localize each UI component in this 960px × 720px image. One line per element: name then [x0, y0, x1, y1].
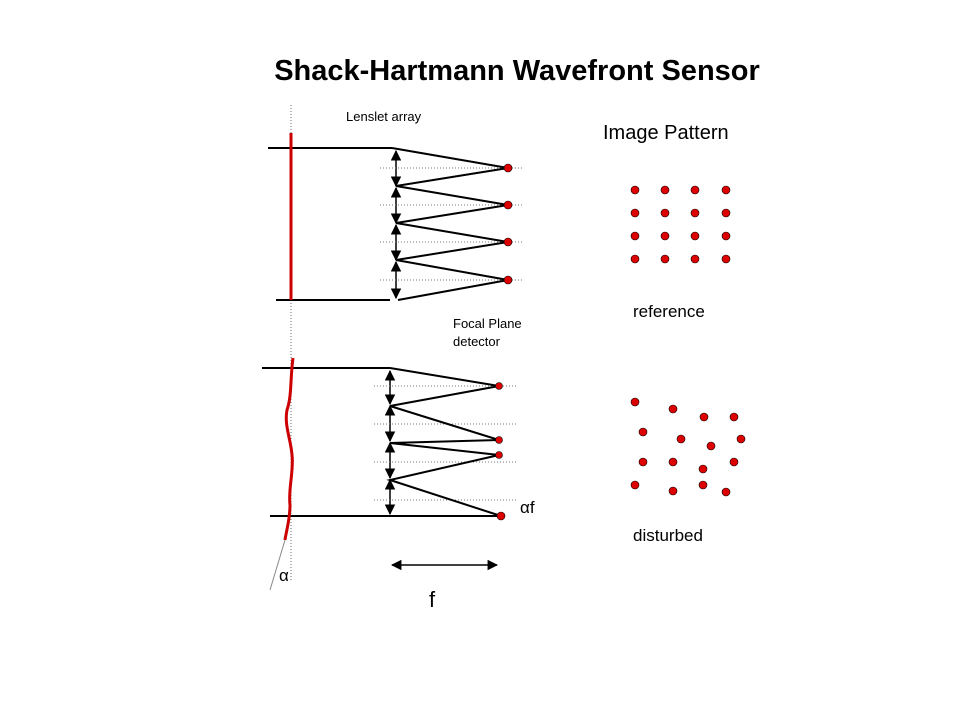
disturbed-label: disturbed	[633, 526, 703, 545]
alpha-f-label: αf	[520, 498, 535, 517]
focal-spot	[503, 200, 513, 210]
disturbed-spot	[630, 397, 640, 407]
focal-spot	[495, 436, 503, 444]
alpha-label: α	[279, 566, 289, 585]
focal-plane-label: Focal Plane	[453, 316, 522, 331]
reference-spot	[690, 208, 700, 218]
disturbed-spot	[699, 412, 709, 422]
alpha-angle-line	[269, 539, 286, 591]
disturbed-wavefront	[283, 357, 295, 541]
disturbed-spot	[698, 464, 708, 474]
detector-label: detector	[453, 334, 501, 349]
disturbed-spot	[638, 457, 648, 467]
reference-spot	[690, 254, 700, 264]
reference-label: reference	[633, 302, 705, 321]
reference-spot	[660, 185, 670, 195]
ray-path	[391, 147, 509, 301]
reference-spot	[721, 185, 731, 195]
ray-path	[386, 367, 502, 517]
reference-spot	[690, 231, 700, 241]
disturbed-optics	[262, 357, 518, 591]
reference-optics	[268, 133, 524, 301]
focal-spot	[503, 163, 513, 173]
lenslet-array-label: Lenslet array	[346, 109, 422, 124]
image-pattern-label: Image Pattern	[603, 122, 729, 144]
disturbed-spot	[676, 434, 686, 444]
disturbed-spot	[630, 480, 640, 490]
alpha-f-symbol: α	[520, 498, 530, 517]
alpha-f-letter: f	[530, 498, 535, 517]
reference-spot	[721, 254, 731, 264]
reference-spot	[630, 208, 640, 218]
disturbed-spot	[698, 480, 708, 490]
focal-spot	[495, 382, 503, 390]
diagram-title: Shack-Hartmann Wavefront Sensor	[274, 55, 760, 87]
focal-spot	[503, 237, 513, 247]
disturbed-spot	[668, 457, 678, 467]
reference-spot	[721, 208, 731, 218]
reference-spot-grid	[630, 185, 731, 264]
reference-spot	[721, 231, 731, 241]
reference-spot	[630, 185, 640, 195]
disturbed-spot	[638, 427, 648, 437]
focal-length-label: f	[429, 587, 436, 612]
disturbed-spot	[706, 441, 716, 451]
focal-spot	[503, 275, 513, 285]
reference-spot	[630, 254, 640, 264]
focal-spot	[495, 451, 503, 459]
reference-spot	[690, 185, 700, 195]
disturbed-spot	[668, 486, 678, 496]
focal-spot	[496, 511, 506, 521]
disturbed-spot	[668, 404, 678, 414]
reference-spot	[630, 231, 640, 241]
disturbed-spot	[736, 434, 746, 444]
disturbed-spot	[729, 457, 739, 467]
reference-spot	[660, 208, 670, 218]
disturbed-spot	[729, 412, 739, 422]
reference-spot	[660, 254, 670, 264]
reference-spot	[660, 231, 670, 241]
disturbed-spot-grid	[630, 397, 746, 497]
disturbed-spot	[721, 487, 731, 497]
